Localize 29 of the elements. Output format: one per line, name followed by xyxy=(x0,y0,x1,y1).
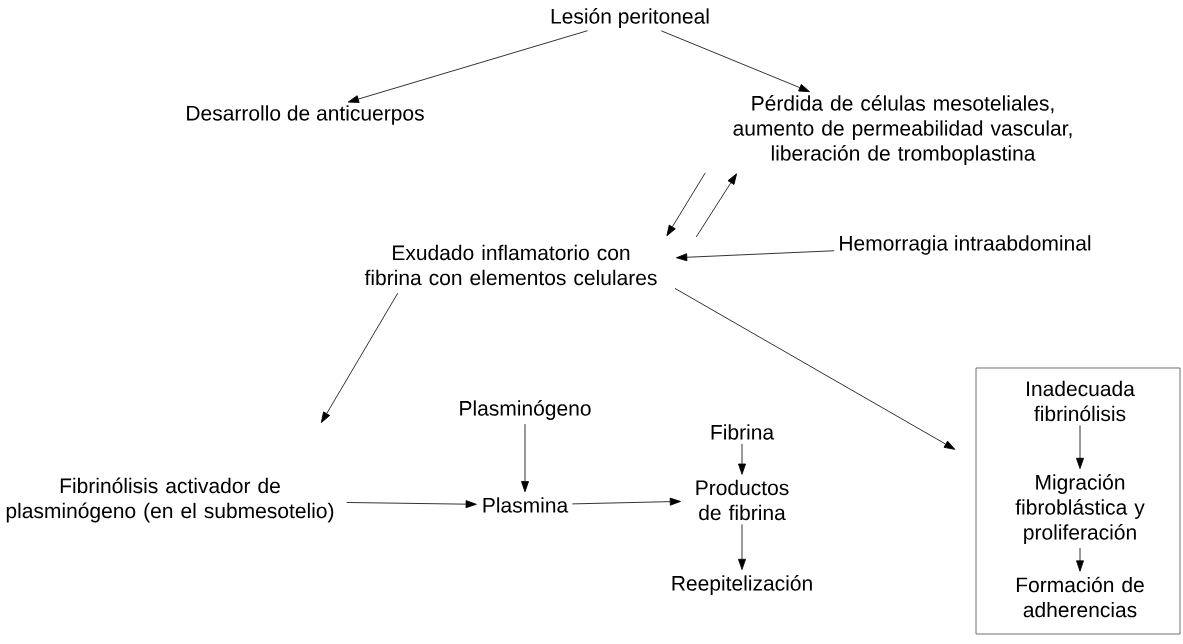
process-text: Reepitelización xyxy=(672,575,812,595)
arrow xyxy=(346,500,477,509)
outcome-box xyxy=(975,367,1181,635)
arrow xyxy=(666,172,706,237)
process-text: Plasminógeno xyxy=(460,400,591,420)
process-text: Formación de adherencias xyxy=(1016,576,1144,618)
arrow xyxy=(347,30,588,103)
process-text: Desarrollo de anticuerpos xyxy=(187,105,424,125)
arrow xyxy=(1076,425,1084,469)
arrow xyxy=(674,288,956,450)
cause-text: Lesión peritoneal xyxy=(551,8,709,28)
process-text: Pérdida de células mesoteliales, aumento de permeabilidad vascular, liberación de tromboplastina xyxy=(733,95,1072,165)
arrow xyxy=(1076,547,1084,572)
arrow xyxy=(572,497,681,506)
process-text: Hemorragia intraabdominal xyxy=(840,235,1091,255)
process-text: Exudado inflamatorio con fibrina con elementos celulares xyxy=(364,244,657,286)
process-text: Migración fibroblástica y proliferación xyxy=(1015,474,1145,544)
process-text: Fibrinólisis activador de plasminógeno (en el submesotelio) xyxy=(6,477,334,523)
arrow xyxy=(738,443,746,475)
arrow xyxy=(320,292,399,423)
process-text: Productos de fibrina xyxy=(696,479,789,521)
process-text: Fibrina xyxy=(711,424,775,440)
arrow xyxy=(676,250,835,262)
arrow xyxy=(521,423,529,493)
process-text: Plasmina xyxy=(483,497,569,513)
arrow xyxy=(695,173,737,238)
arrow xyxy=(738,524,746,570)
arrow xyxy=(661,30,810,93)
process-text: Inadecuada fibrinólisis xyxy=(1027,380,1135,422)
